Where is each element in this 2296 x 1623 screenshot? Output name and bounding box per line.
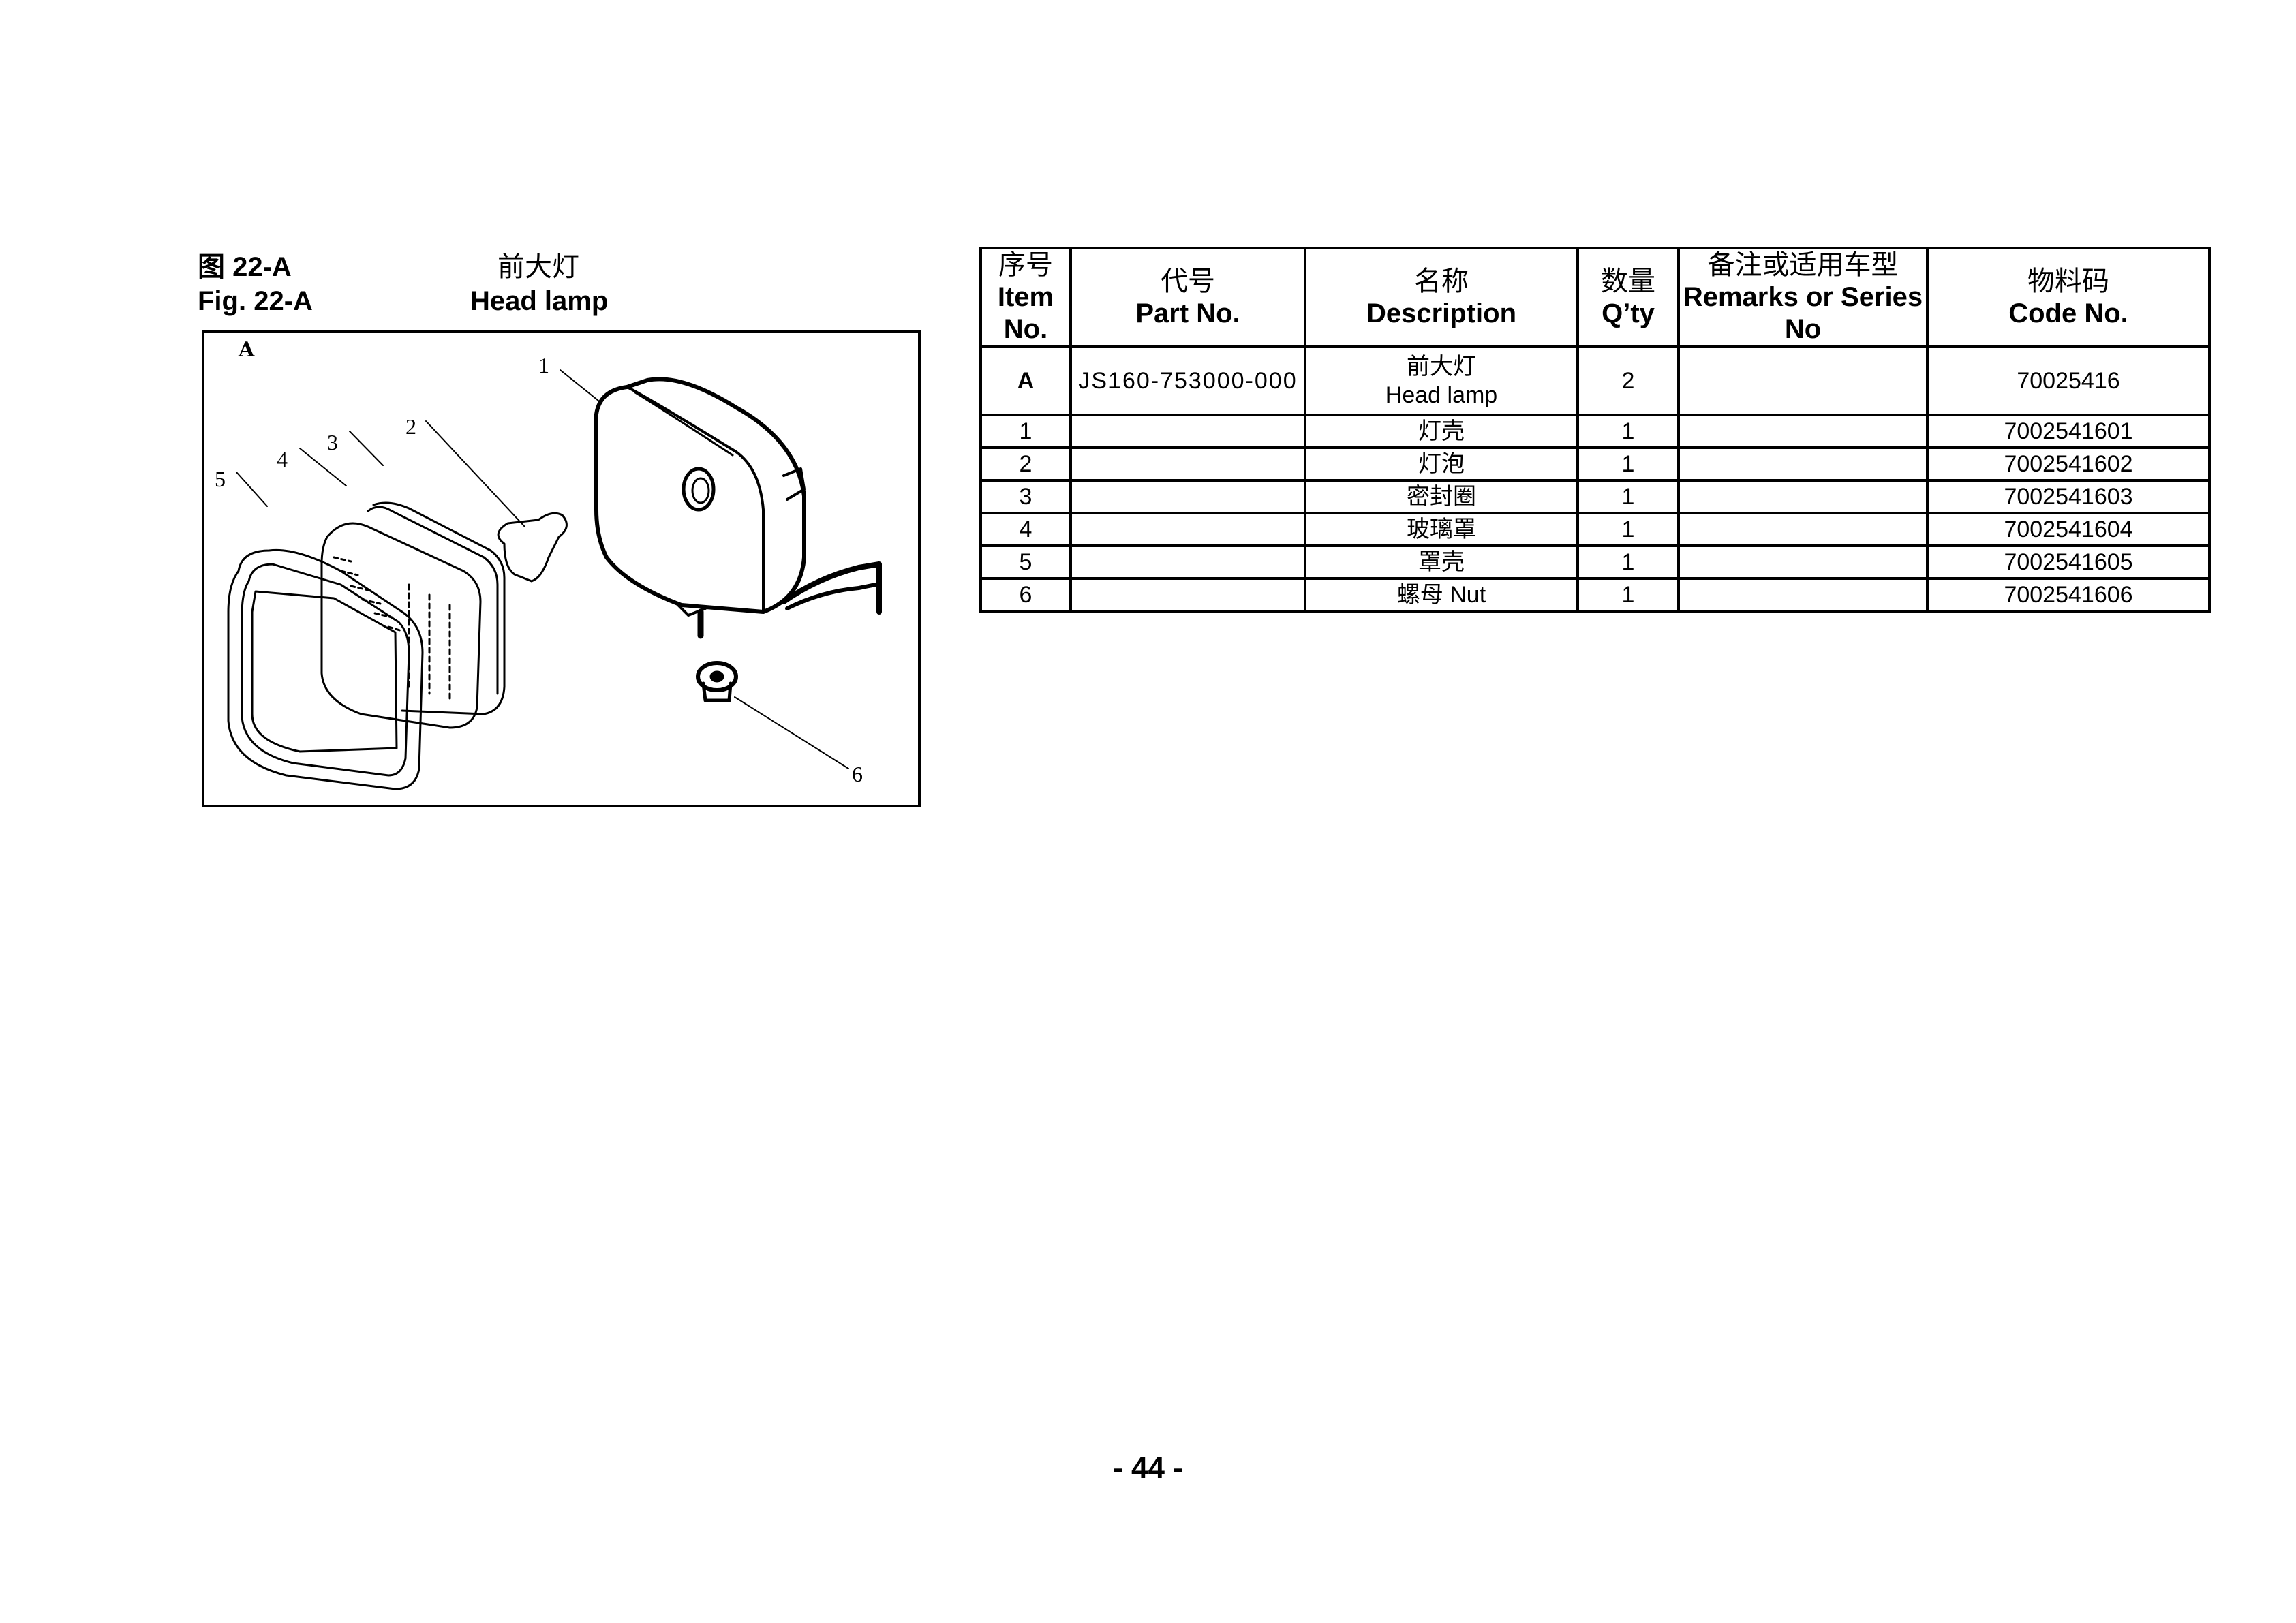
figure-name-cn: 前大灯 bbox=[498, 252, 579, 282]
glass-lens-part bbox=[320, 522, 482, 729]
table-row: 5 罩壳 1 7002541605 bbox=[979, 544, 2211, 580]
callout-2: 2 bbox=[405, 414, 416, 439]
cell-item: 2 bbox=[979, 446, 1072, 482]
callout-3: 3 bbox=[327, 430, 338, 454]
table-row: 3 密封圈 1 7002541603 bbox=[979, 479, 2211, 514]
cell-remarks bbox=[1677, 479, 1929, 514]
cell-remarks bbox=[1677, 345, 1929, 416]
page-number: - 44 - bbox=[1113, 1451, 1183, 1485]
cell-qty: 1 bbox=[1576, 512, 1680, 547]
cell-remarks bbox=[1677, 512, 1929, 547]
table-row: 4 玻璃罩 1 7002541604 bbox=[979, 512, 2211, 547]
cell-part-no bbox=[1069, 544, 1306, 580]
table-row: 6 螺母 Nut 1 7002541606 bbox=[979, 577, 2211, 613]
cell-qty: 1 bbox=[1576, 479, 1680, 514]
cell-description: 灯壳 bbox=[1304, 414, 1579, 449]
lamp-housing-part bbox=[594, 377, 882, 639]
cell-code: 70025416 bbox=[1926, 345, 2211, 416]
callout-1: 1 bbox=[538, 353, 549, 377]
diagram-letter: A bbox=[239, 338, 255, 362]
exploded-diagram: A bbox=[202, 330, 921, 807]
headlamp-drawing bbox=[227, 369, 882, 790]
cell-part-no bbox=[1069, 512, 1306, 547]
cell-code: 7002541603 bbox=[1926, 479, 2211, 514]
seal-ring-part bbox=[367, 501, 506, 715]
cell-description: 罩壳 bbox=[1304, 544, 1579, 580]
cell-item: 3 bbox=[979, 479, 1072, 514]
leader-lines bbox=[236, 369, 849, 769]
cell-item: 5 bbox=[979, 544, 1072, 580]
rim-cover-part bbox=[227, 548, 424, 790]
cell-description: 螺母 Nut bbox=[1304, 577, 1579, 613]
cell-part-no bbox=[1069, 446, 1306, 482]
cell-code: 7002541601 bbox=[1926, 414, 2211, 449]
cell-remarks bbox=[1677, 577, 1929, 613]
callout-6: 6 bbox=[852, 762, 863, 786]
callout-5: 5 bbox=[215, 467, 226, 491]
cell-description: 玻璃罩 bbox=[1304, 512, 1579, 547]
cell-qty: 1 bbox=[1576, 446, 1680, 482]
nut-part bbox=[696, 661, 738, 702]
cell-part-no bbox=[1069, 414, 1306, 449]
cell-qty: 2 bbox=[1576, 345, 1680, 416]
cell-item: A bbox=[979, 345, 1072, 416]
cell-qty: 1 bbox=[1576, 414, 1680, 449]
callout-4: 4 bbox=[277, 447, 288, 472]
cell-qty: 1 bbox=[1576, 544, 1680, 580]
cell-part-no bbox=[1069, 479, 1306, 514]
table-row: 2 灯泡 1 7002541602 bbox=[979, 446, 2211, 482]
cell-description: 灯泡 bbox=[1304, 446, 1579, 482]
cell-description: 密封圈 bbox=[1304, 479, 1579, 514]
cell-code: 7002541602 bbox=[1926, 446, 2211, 482]
cell-remarks bbox=[1677, 446, 1929, 482]
cell-code: 7002541604 bbox=[1926, 512, 2211, 547]
table-row: 1 灯壳 1 7002541601 bbox=[979, 414, 2211, 449]
cell-part-no bbox=[1069, 577, 1306, 613]
figure-label-en: Fig. 22-A bbox=[198, 286, 313, 316]
figure-label-cn: 图 22-A bbox=[198, 252, 292, 282]
cell-item: 6 bbox=[979, 577, 1072, 613]
cell-part-no: JS160-753000-000 bbox=[1069, 345, 1306, 416]
figure-name-en: Head lamp bbox=[470, 286, 609, 316]
cell-code: 7002541606 bbox=[1926, 577, 2211, 613]
cell-item: 4 bbox=[979, 512, 1072, 547]
bulb-part bbox=[497, 512, 568, 583]
cell-remarks bbox=[1677, 414, 1929, 449]
cell-code: 7002541605 bbox=[1926, 544, 2211, 580]
cell-item: 1 bbox=[979, 414, 1072, 449]
cell-qty: 1 bbox=[1576, 577, 1680, 613]
cell-remarks bbox=[1677, 544, 1929, 580]
